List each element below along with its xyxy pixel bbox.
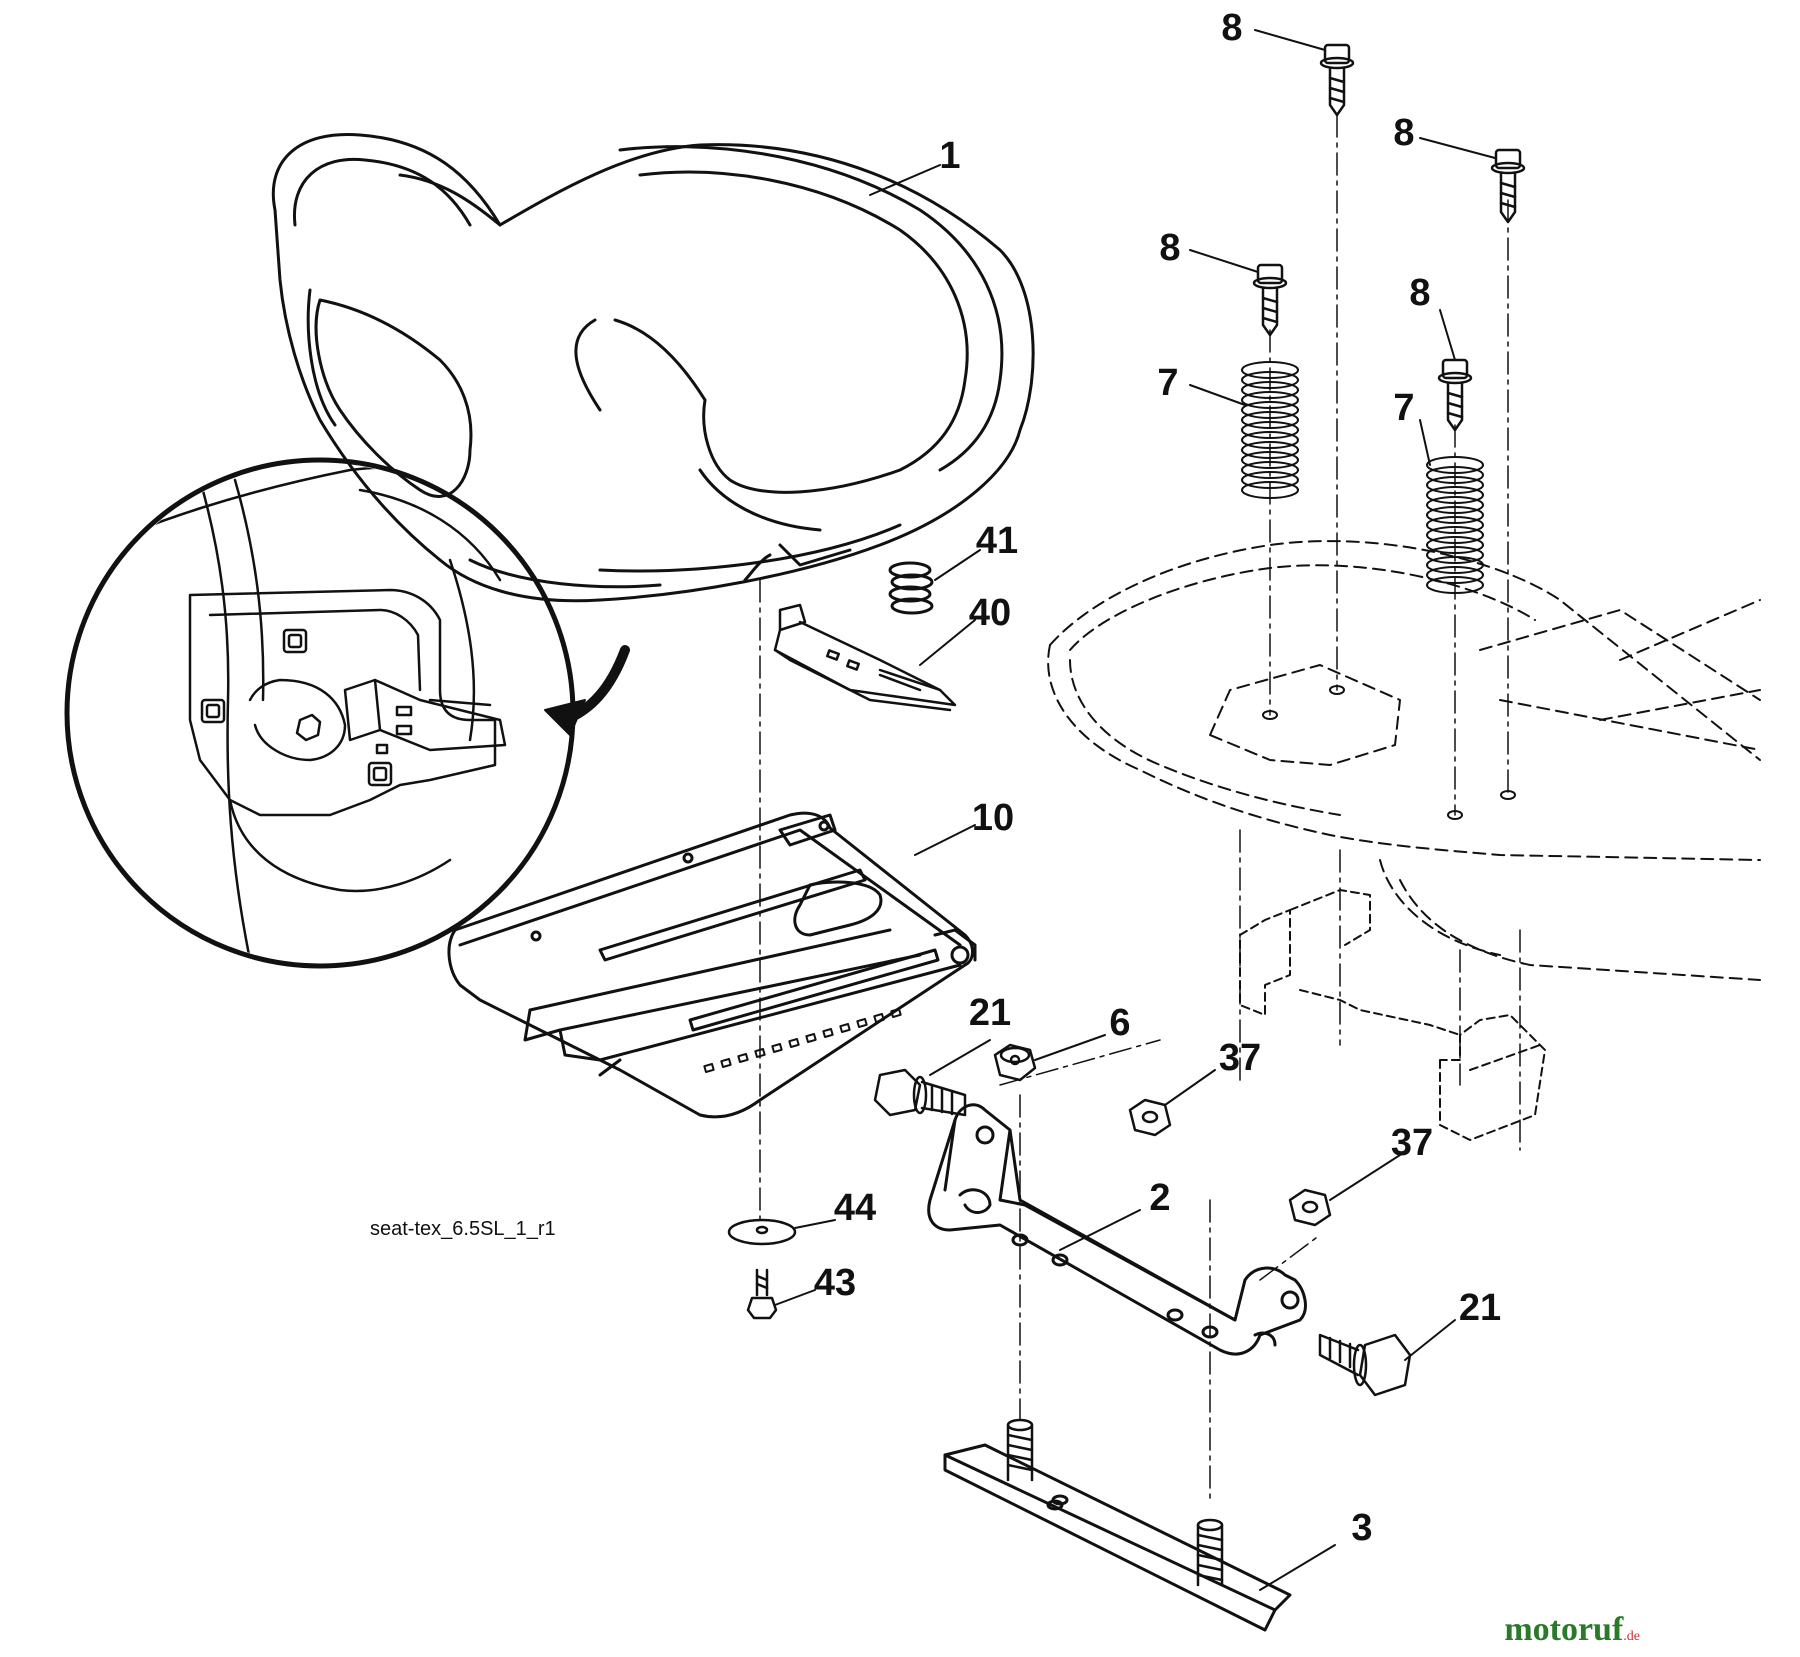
- callout-8-top: 8: [1221, 7, 1242, 49]
- bolt-8-mid: [1437, 358, 1473, 432]
- diagram-caption: seat-tex_6.5SL_1_r1: [370, 1218, 556, 1240]
- callout-6: 6: [1109, 1002, 1130, 1044]
- mounting-plate: [943, 1443, 1292, 1632]
- plate-stud-left: [1006, 1418, 1034, 1482]
- callout-3: 3: [1351, 1507, 1372, 1549]
- callout-10: 10: [972, 797, 1014, 839]
- nut-6: [993, 1043, 1037, 1082]
- bolt-21-right: [1318, 1333, 1412, 1397]
- callout-labels: 1 8 8 8 8 7 7 41 40 10 21 6 37 37 2 21 4…: [814, 7, 1501, 1549]
- callout-8-mid: 8: [1409, 272, 1430, 314]
- bolt-8-left: [1252, 263, 1288, 337]
- spring-7-right: [1426, 456, 1484, 594]
- spring-7-left: [1241, 361, 1299, 499]
- watermark-logo: motoruf.de: [1504, 1611, 1640, 1648]
- clip-40: [773, 603, 957, 712]
- seat-bracket: [927, 1103, 1307, 1356]
- bolt-8-right: [1490, 148, 1526, 224]
- callout-7-left: 7: [1157, 362, 1178, 404]
- callout-21-left: 21: [969, 992, 1011, 1034]
- detail-view-circle: [64, 457, 576, 969]
- spring-41: [888, 561, 934, 615]
- callout-21-right: 21: [1459, 1287, 1501, 1329]
- assembly-center-lines: [759, 114, 1521, 1501]
- nut-37-lower: [1288, 1188, 1332, 1227]
- callout-7-right: 7: [1393, 387, 1414, 429]
- watermark-brand: motoruf: [1504, 1611, 1624, 1648]
- seat-pan: [447, 811, 977, 1119]
- frame-mounting-holes: [1262, 685, 1516, 820]
- callout-2: 2: [1149, 1177, 1170, 1219]
- bolt-21-left: [873, 1068, 967, 1117]
- frame-bracket-left: [1239, 889, 1461, 1036]
- leader-lines: [774, 29, 1496, 1591]
- callout-41: 41: [976, 520, 1018, 562]
- nut-37-upper: [1128, 1098, 1172, 1137]
- callout-8-left: 8: [1159, 227, 1180, 269]
- washer-44: [727, 1218, 797, 1246]
- bolt-8-top: [1319, 43, 1355, 117]
- mower-frame-outline: [1047, 540, 1761, 981]
- callout-37-upper: 37: [1219, 1037, 1261, 1079]
- callout-37-lower: 37: [1391, 1122, 1433, 1164]
- plate-stud-right: [1196, 1518, 1224, 1587]
- detail-arrow: [544, 645, 630, 736]
- screw-43: [746, 1268, 778, 1320]
- callout-43: 43: [814, 1262, 856, 1304]
- seat-pan-adjust-slots: [703, 1008, 902, 1073]
- seat: [271, 132, 1035, 603]
- svg-text:motoruf.de: motoruf.de: [1504, 1611, 1640, 1648]
- callout-1: 1: [939, 135, 960, 177]
- callout-44: 44: [834, 1187, 876, 1229]
- watermark-domain: .de: [1623, 1629, 1640, 1644]
- callout-40: 40: [969, 592, 1011, 634]
- callout-8-right: 8: [1393, 112, 1414, 154]
